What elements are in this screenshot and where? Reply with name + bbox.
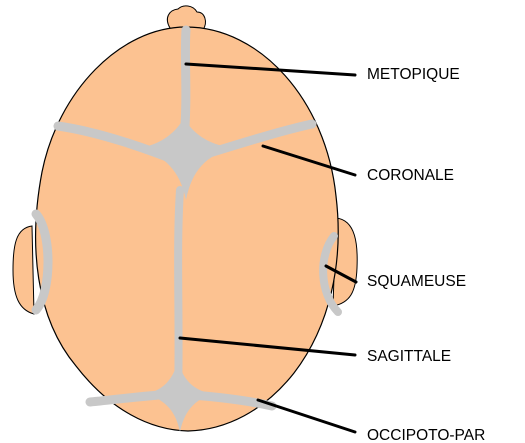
left-ear <box>13 226 34 314</box>
label-metopique: METOPIQUE <box>367 66 460 83</box>
label-squameuse: SQUAMEUSE <box>367 273 466 290</box>
label-sagittale: SAGITTALE <box>367 348 451 365</box>
label-coronale: CORONALE <box>367 167 454 184</box>
label-occipito: OCCIPOTO-PAR <box>367 427 485 443</box>
occipito-leader <box>258 400 355 432</box>
